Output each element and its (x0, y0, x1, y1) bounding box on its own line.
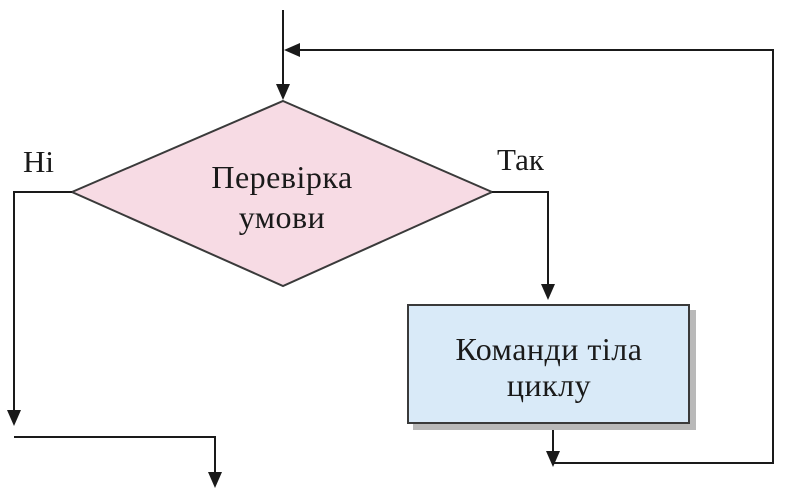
decision-text-line1: Перевірка (211, 159, 352, 195)
decision-diamond (69, 99, 495, 288)
yes-branch-connector (492, 191, 549, 286)
no-branch-label: Ні (23, 144, 54, 179)
exit-arrowhead (208, 472, 222, 488)
no-branch-arrowhead (7, 410, 21, 426)
loop-back-arrowhead (284, 43, 300, 57)
process-box (407, 304, 690, 424)
yes-branch-arrowhead (541, 284, 555, 300)
process-text-line2: циклу (507, 367, 591, 403)
entry-arrowhead (276, 84, 290, 100)
decision-text-line2: умови (239, 199, 326, 235)
yes-branch-label: Так (497, 142, 545, 177)
loop-back-connector (300, 49, 774, 464)
no-branch-connector (13, 191, 72, 412)
exit-connector (14, 436, 216, 474)
process-text-line1: Команди тіла (456, 331, 643, 367)
process-exit-arrowhead (546, 451, 560, 467)
